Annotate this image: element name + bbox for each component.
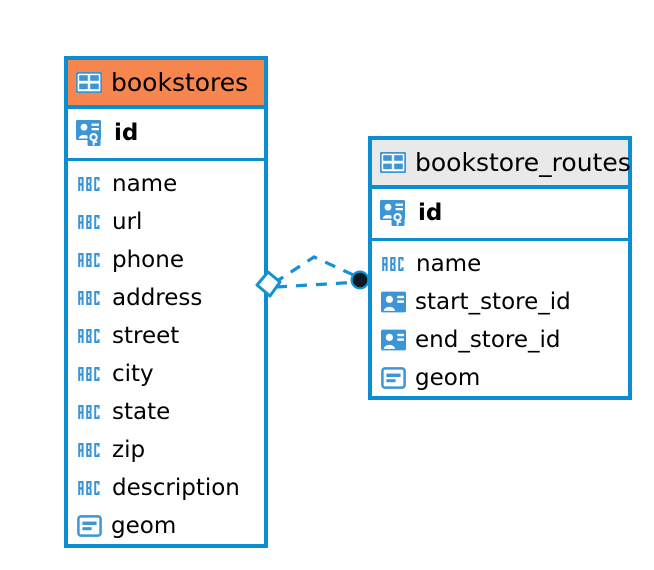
text-abc-icon (77, 442, 103, 458)
field-row-description[interactable]: description (68, 469, 264, 507)
text-abc-icon (77, 176, 103, 192)
field-label: id (114, 120, 139, 146)
field-label: name (416, 250, 482, 277)
entity-header-bookstores[interactable]: bookstores (68, 60, 264, 109)
field-row-primary-key[interactable]: id (372, 189, 628, 241)
field-row-start-store-id[interactable]: start_store_id (372, 283, 628, 321)
field-row-geom[interactable]: geom (68, 507, 264, 545)
text-abc-icon (77, 366, 103, 382)
field-label: city (112, 360, 154, 387)
text-abc-icon (381, 256, 407, 272)
field-label: address (112, 284, 203, 311)
field-label: phone (112, 246, 184, 273)
field-row-url[interactable]: url (68, 203, 264, 241)
field-row-name[interactable]: name (68, 165, 264, 203)
field-label: url (112, 208, 143, 235)
foreign-key-icon (381, 329, 406, 351)
field-row-end-store-id[interactable]: end_store_id (372, 321, 628, 359)
field-row-primary-key[interactable]: id (68, 109, 264, 161)
text-abc-icon (77, 214, 103, 230)
field-row-city[interactable]: city (68, 355, 264, 393)
field-row-address[interactable]: address (68, 279, 264, 317)
text-abc-icon (77, 480, 103, 496)
field-label: name (112, 170, 178, 197)
field-row-street[interactable]: street (68, 317, 264, 355)
field-label: description (112, 474, 240, 501)
field-label: zip (112, 436, 146, 463)
entity-table-bookstores[interactable]: bookstores id (64, 56, 268, 548)
table-icon (75, 71, 103, 94)
field-label: start_store_id (415, 288, 571, 315)
geometry-icon (77, 515, 102, 537)
entity-header-bookstore-routes[interactable]: bookstore_routes (372, 140, 631, 189)
field-row-name[interactable]: name (372, 245, 628, 283)
field-row-zip[interactable]: zip (68, 431, 264, 469)
field-label: end_store_id (415, 326, 561, 353)
text-abc-icon (77, 328, 103, 344)
field-row-phone[interactable]: phone (68, 241, 264, 279)
field-list: name url (68, 161, 264, 549)
relationship-target-circle-icon (350, 270, 370, 290)
primary-key-icon (380, 199, 409, 228)
entity-title: bookstores (111, 68, 249, 97)
foreign-key-icon (381, 291, 406, 313)
geometry-icon (381, 367, 406, 389)
text-abc-icon (77, 404, 103, 420)
primary-key-icon (76, 119, 105, 148)
entity-table-bookstore-routes[interactable]: bookstore_routes id (368, 136, 632, 400)
field-row-geom[interactable]: geom (372, 359, 628, 397)
field-label: geom (415, 364, 481, 391)
field-label: state (112, 398, 171, 425)
relationship-line-lower (275, 280, 361, 289)
field-label: geom (111, 512, 177, 539)
field-label: street (112, 322, 180, 349)
field-row-state[interactable]: state (68, 393, 264, 431)
relationship-line-upper (273, 255, 361, 285)
entity-title: bookstore_routes (415, 148, 631, 177)
field-list: name start_store_id (372, 241, 628, 401)
field-label: id (418, 200, 443, 226)
table-icon (379, 151, 407, 174)
text-abc-icon (77, 290, 103, 306)
text-abc-icon (77, 252, 103, 268)
